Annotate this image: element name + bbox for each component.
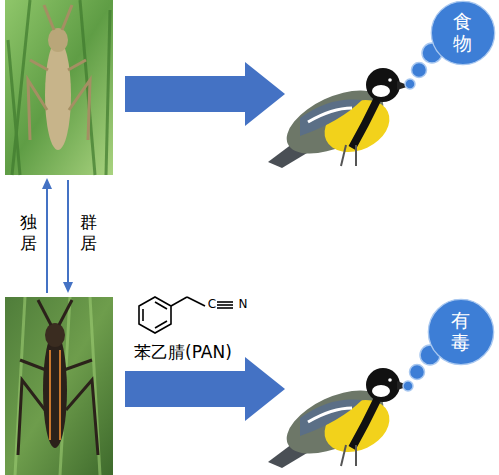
circle-text: 食物 (453, 11, 474, 55)
text-label: C (205, 297, 219, 312)
text-label: 群居 (78, 212, 98, 255)
block-arrow (125, 357, 285, 421)
bird (268, 368, 410, 468)
block-arrow (125, 62, 285, 126)
text-wrap: 食物 (430, 0, 496, 66)
text-wrap: 有毒 (427, 298, 495, 366)
bird (268, 68, 410, 168)
thought-circle: 食物 (430, 0, 496, 66)
text-label: 独居 (18, 212, 38, 255)
photo-gregarious (5, 297, 113, 475)
circle-shape (431, 1, 494, 64)
circle-text: 有毒 (451, 310, 472, 354)
text-label: 苯乙腈(PAN) (134, 342, 274, 363)
text-label: N (236, 297, 250, 312)
pan-structure (139, 297, 233, 333)
circle-shape (428, 299, 493, 364)
thought-circle: 有毒 (427, 298, 495, 366)
transition-arrows (42, 178, 73, 293)
photo-solitary (5, 0, 113, 175)
